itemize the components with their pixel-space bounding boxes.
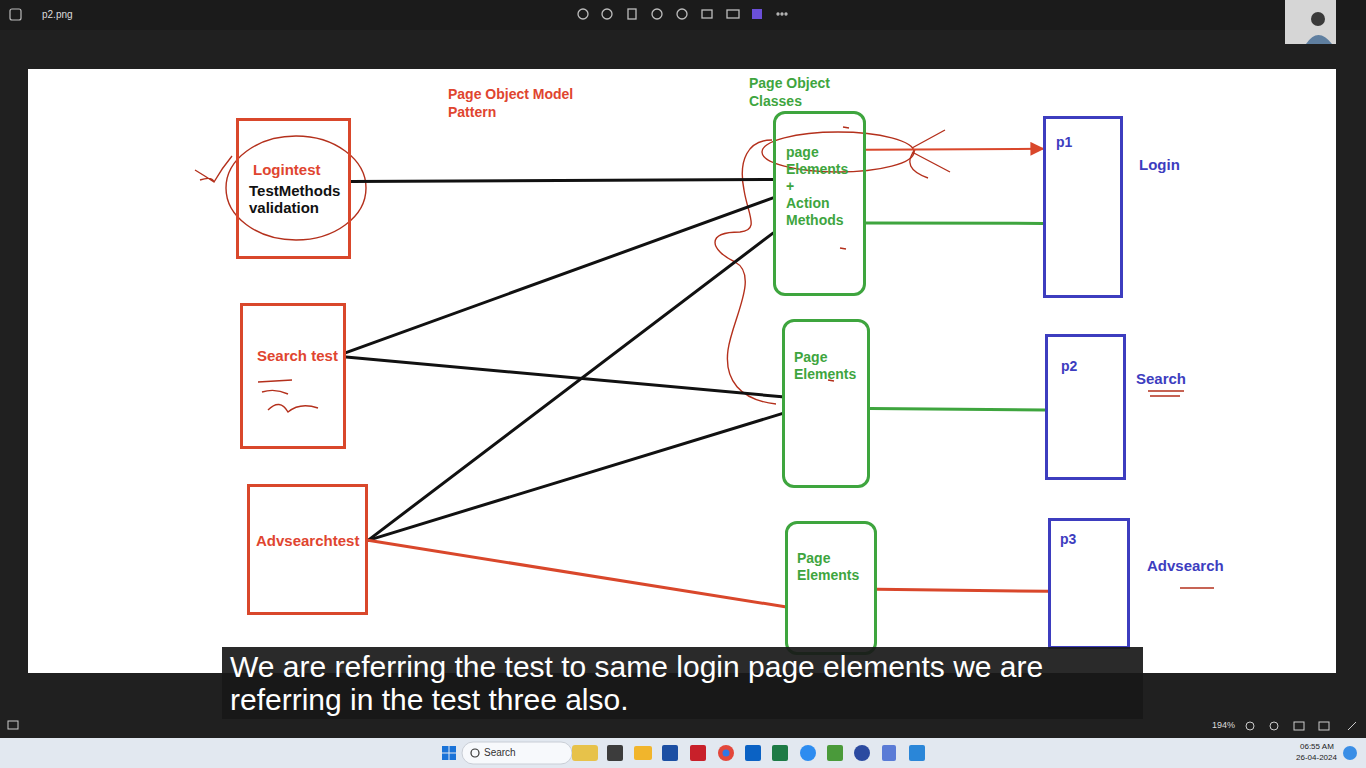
search-icon (471, 749, 479, 757)
zoom-icon (1294, 722, 1304, 730)
connector-arrow (866, 149, 1043, 150)
app-icon (718, 745, 734, 761)
toolbar-icons (578, 9, 787, 19)
underline-mark (1148, 391, 1184, 396)
page-name: Login (1139, 156, 1180, 173)
tray-icon (1343, 746, 1357, 760)
taskbar-apps (572, 745, 1357, 761)
app-icon (572, 745, 598, 761)
node-text: Action Methods (786, 195, 857, 229)
underline-mark (1180, 587, 1214, 588)
toolbar-icon (578, 9, 588, 19)
node-text: + (786, 178, 857, 195)
connector-line (351, 179, 773, 181)
connector-line (368, 414, 782, 541)
page-box: p2Search (1045, 334, 1126, 480)
scribble-mark (268, 404, 318, 412)
zoom-icon (1246, 722, 1254, 730)
toolbar-icon (702, 10, 712, 18)
scribble-mark (258, 380, 292, 394)
toolbar-icon (652, 9, 662, 19)
node-text: p3 (1060, 531, 1121, 548)
toolbar-icon (727, 10, 739, 18)
app-icon (607, 745, 623, 761)
circle-mark (226, 136, 366, 240)
page-name: Advsearch (1147, 557, 1224, 574)
test-class-box: Search test (240, 303, 346, 449)
start-tile (450, 746, 457, 753)
toolbar-icon (752, 9, 762, 19)
node-text: p1 (1056, 134, 1114, 151)
app-icon (723, 750, 730, 757)
subtitle: We are referring the test to same login … (222, 647, 1143, 719)
node-text: Page Elements (797, 550, 868, 584)
connector-line (866, 221, 1043, 224)
app-icon (662, 745, 678, 761)
scribble-mark (910, 130, 950, 178)
page-name: Search (1136, 370, 1186, 387)
zoom-controls (1246, 722, 1356, 730)
start-tile (442, 754, 449, 761)
connector-line (368, 233, 773, 540)
connector-line (877, 589, 1048, 591)
search-box (462, 742, 572, 764)
column-heading: Page Object Classes (749, 74, 849, 110)
start-tile (450, 754, 457, 761)
diagram-title: Page Object Model Pattern (448, 85, 598, 121)
file-name: p2.png (42, 9, 73, 21)
test-class-box: LogintestTestMethods validation (236, 118, 351, 259)
app-icon (690, 745, 706, 761)
toolbar-icon (677, 9, 687, 19)
node-text: Logintest (253, 161, 342, 178)
app-icon (772, 745, 788, 761)
toolbar-icon (628, 9, 636, 19)
node-text: Page Elements (794, 349, 861, 383)
page-box: p1Login (1043, 116, 1123, 298)
connector-line (368, 540, 785, 606)
app-icon (634, 746, 652, 760)
zoom-icon (1270, 722, 1278, 730)
app-icon (827, 745, 843, 761)
search-placeholder: Search (484, 747, 516, 759)
node-text: Search test (257, 347, 339, 364)
clock-date: 26-04-2024 (1296, 753, 1337, 763)
node-text: TestMethods validation (249, 182, 342, 216)
app-icon (882, 745, 896, 761)
node-text: p2 (1061, 358, 1117, 375)
test-class-box: Advsearchtest (247, 484, 368, 615)
connector-line (870, 409, 1045, 410)
app-icon (745, 745, 761, 761)
page-object-box: Page Elements (782, 319, 870, 488)
zoom-icon (1348, 722, 1356, 730)
top-bar (0, 0, 1366, 30)
toolbar-icon (785, 13, 787, 15)
clock-time: 06:55 AM (1300, 742, 1334, 752)
webcam-thumbnail (1285, 0, 1336, 44)
connector-line (346, 198, 773, 353)
webcam-person (1311, 12, 1325, 26)
status-icon (8, 721, 18, 729)
app-icon (854, 745, 870, 761)
page-object-box: page Elements+Action Methods (773, 111, 866, 296)
app-icon (800, 745, 816, 761)
page-object-box: Page Elements (785, 521, 877, 655)
webcam-person (1306, 35, 1332, 44)
taskbar (0, 738, 1366, 768)
start-tile (442, 746, 449, 753)
node-text: Advsearchtest (256, 532, 361, 549)
zoom-icon (1319, 722, 1329, 730)
app-icon (10, 9, 21, 20)
zoom-level: 194% (1212, 720, 1235, 731)
canvas (28, 69, 1336, 673)
toolbar-icon (781, 13, 783, 15)
node-text: page Elements (786, 144, 857, 178)
app-icon (909, 745, 925, 761)
start-button (442, 746, 456, 760)
toolbar-icon (602, 9, 612, 19)
page-box: p3Advsearch (1048, 518, 1130, 649)
toolbar-icon (777, 13, 779, 15)
